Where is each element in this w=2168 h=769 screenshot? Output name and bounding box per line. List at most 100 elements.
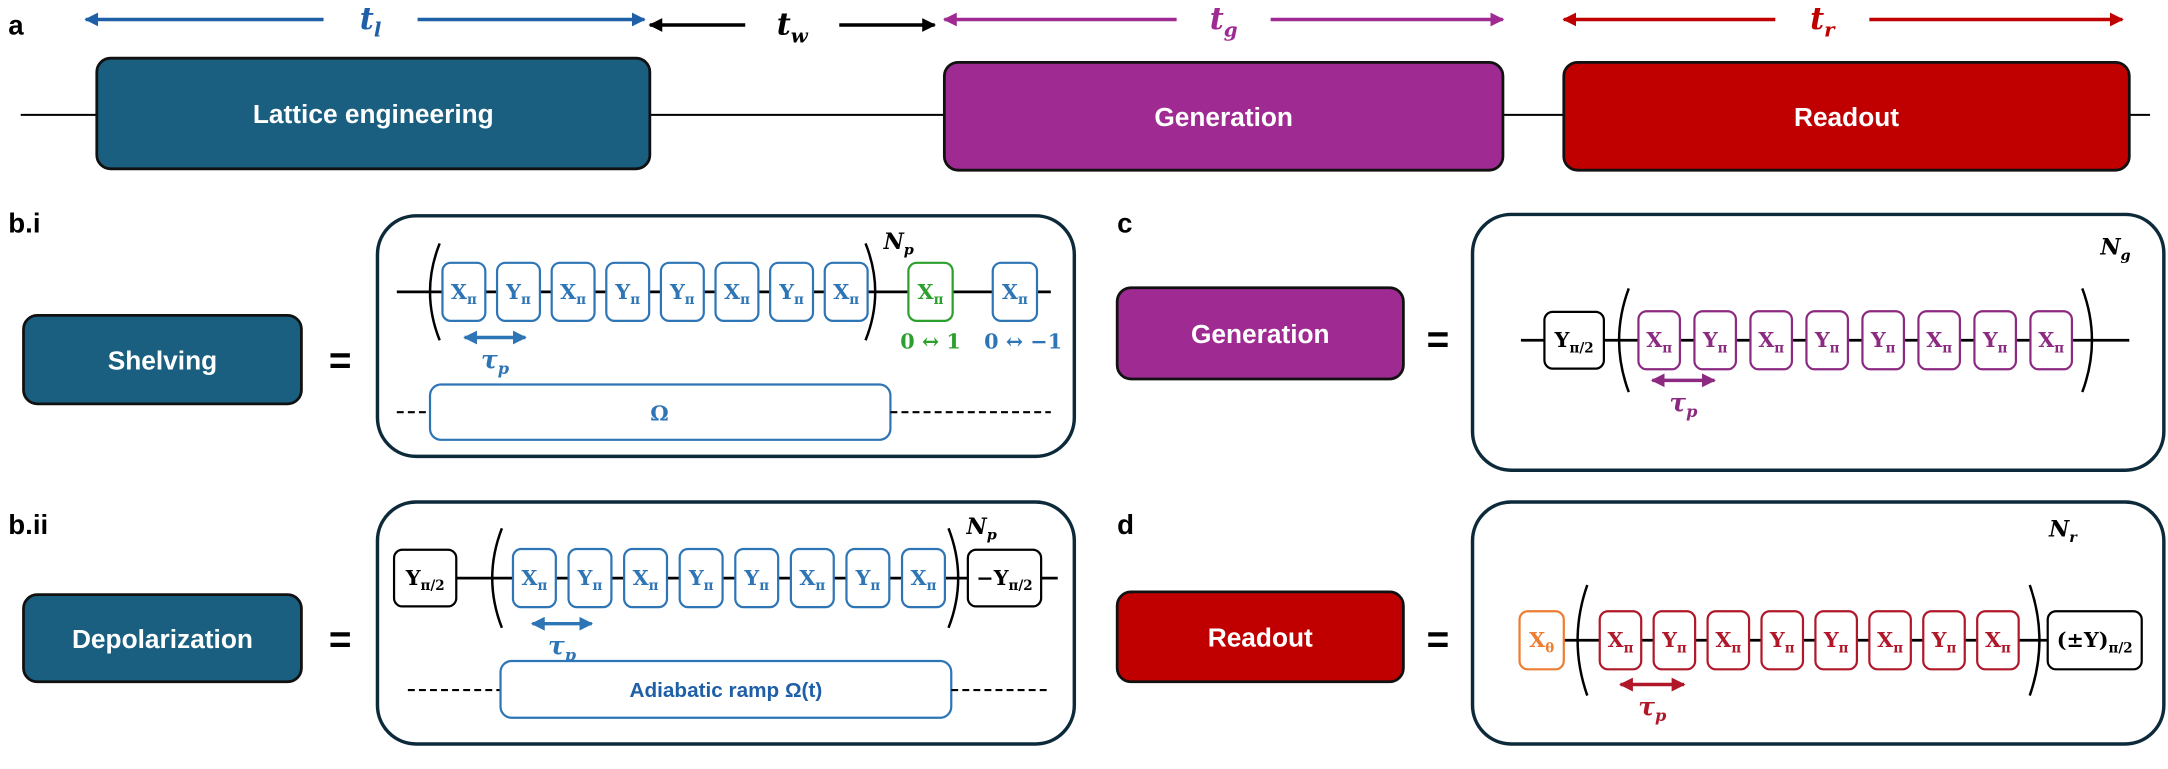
pre-gate	[392, 548, 458, 608]
bracket-left	[428, 243, 441, 341]
duration-label-l: tl	[360, 1, 382, 42]
readout-block	[1115, 590, 1405, 684]
duration-label-g: tg	[1210, 1, 1238, 42]
gate-y-4-label: Yπ	[1823, 628, 1849, 656]
gate-y-6-label: Yπ	[855, 566, 881, 594]
gate-y-3-label: Yπ	[1769, 628, 1795, 656]
duration-label-r: tr	[1810, 1, 1836, 42]
gate-x-7	[2029, 310, 2074, 371]
extra-gate-1	[991, 261, 1039, 323]
timeline-block-label: Readout	[1794, 102, 1899, 132]
gate-x-5	[789, 547, 835, 609]
gate-x-5	[714, 261, 760, 323]
depolarization-block-label: Depolarization	[72, 624, 253, 654]
gate-x-2-label: Xπ	[560, 280, 586, 308]
repeat-count: Np	[883, 229, 914, 259]
pre-gate-label: Yπ/2	[405, 566, 445, 594]
bracket-left	[1617, 287, 1630, 393]
gate-x-7	[1976, 610, 2020, 671]
gate-y-3	[605, 261, 651, 323]
transition-note: 0 ↔ 1	[900, 330, 961, 354]
gate-y-1-label: Yπ	[1661, 628, 1687, 656]
bracket-right	[864, 243, 877, 341]
timeline-block-label: Generation	[1154, 102, 1293, 132]
shelving-block-label: Shelving	[108, 345, 217, 375]
bracket-right	[2081, 287, 2094, 393]
panel-label-d: d	[1117, 509, 1134, 540]
gate-x-2-label: Xπ	[1758, 328, 1784, 356]
gate-y-4-label: Yπ	[743, 566, 769, 594]
gate-y-3	[678, 547, 724, 609]
tau-label: τp	[481, 345, 510, 378]
pre-gate	[1518, 610, 1565, 671]
gate-x-2-label: Xπ	[633, 566, 659, 594]
gate-x-0	[1598, 610, 1643, 671]
tau-label: τp	[1638, 692, 1667, 725]
gate-y-6	[1922, 610, 1966, 671]
bracket-left	[1576, 584, 1589, 697]
gate-x-7-label: Xπ	[833, 280, 859, 308]
gate-y-3-label: Yπ	[688, 566, 714, 594]
extra-gate-0-label: Xπ	[918, 280, 944, 308]
generation-block	[1115, 286, 1405, 381]
timeline-block-label: Lattice engineering	[253, 99, 494, 129]
gate-x-2	[1749, 310, 1794, 371]
gate-x-0-label: Xπ	[1646, 328, 1672, 356]
gate-x-0-label: Xπ	[451, 280, 477, 308]
gate-x-0	[441, 261, 487, 323]
gate-y-4-label: Yπ	[669, 280, 695, 308]
pre-gate-label: Xθ	[1529, 628, 1554, 656]
gate-y-4	[659, 261, 705, 323]
gate-x-0-label: Xπ	[1608, 628, 1634, 656]
pre-gate	[1543, 310, 1605, 370]
gate-x-5	[1868, 610, 1912, 671]
timeline-block-2	[1562, 60, 2131, 172]
duration-label-w: tw	[777, 7, 809, 48]
gate-x-2	[550, 261, 596, 323]
shelving-block	[22, 313, 303, 406]
gate-x-5-label: Xπ	[1926, 328, 1952, 356]
gate-y-3	[1760, 610, 1805, 671]
pre-gate-label: Yπ/2	[1554, 328, 1594, 356]
gate-x-0-label: Xπ	[521, 566, 547, 594]
repeat-count: Ng	[2099, 235, 2130, 265]
gate-y-4-label: Yπ	[1870, 328, 1896, 356]
timeline-durations: tl tw tg tr	[84, 1, 2124, 48]
panel-label-b-i: b.i	[8, 207, 40, 238]
panel-label-b-ii: b.ii	[8, 509, 48, 540]
gate-y-6	[845, 547, 891, 609]
drive-label: Adiabatic ramp Ω(t)	[630, 679, 823, 702]
gate-x-5-label: Xπ	[799, 566, 825, 594]
gate-y-4	[734, 547, 780, 609]
equals-sign: =	[1427, 619, 1450, 662]
gate-x-7-label: Xπ	[911, 566, 937, 594]
panel-label-c: c	[1117, 207, 1132, 238]
gate-y-4	[1814, 610, 1859, 671]
tau-label: τp	[1669, 388, 1698, 421]
equals-sign: =	[329, 339, 352, 382]
depolarization-block	[22, 593, 303, 684]
gate-y-3	[1805, 310, 1850, 371]
post-gate	[966, 548, 1043, 608]
gate-y-1	[567, 547, 613, 609]
equals-sign: =	[1427, 319, 1450, 362]
gate-y-1-label: Yπ	[1702, 328, 1728, 356]
gate-y-6	[769, 261, 815, 323]
gate-x-2	[1706, 610, 1751, 671]
bracket-right	[2028, 584, 2041, 697]
repeat-count: Nr	[2048, 517, 2078, 547]
panel-label-a: a	[8, 10, 24, 41]
gate-x-2-label: Xπ	[1715, 628, 1741, 656]
gate-y-6-label: Yπ	[778, 280, 804, 308]
gate-x-0	[511, 547, 557, 609]
gate-y-3-label: Yπ	[614, 280, 640, 308]
gate-x-7-label: Xπ	[2038, 328, 2064, 356]
bracket-left	[491, 527, 504, 629]
post-gate-label: (±Y)π/2	[2057, 628, 2133, 656]
gate-x-5-label: Xπ	[724, 280, 750, 308]
gate-y-3-label: Yπ	[1814, 328, 1840, 356]
tau-label: τp	[548, 631, 577, 664]
extra-gate-0	[907, 261, 954, 323]
equals-sign: =	[329, 619, 352, 662]
